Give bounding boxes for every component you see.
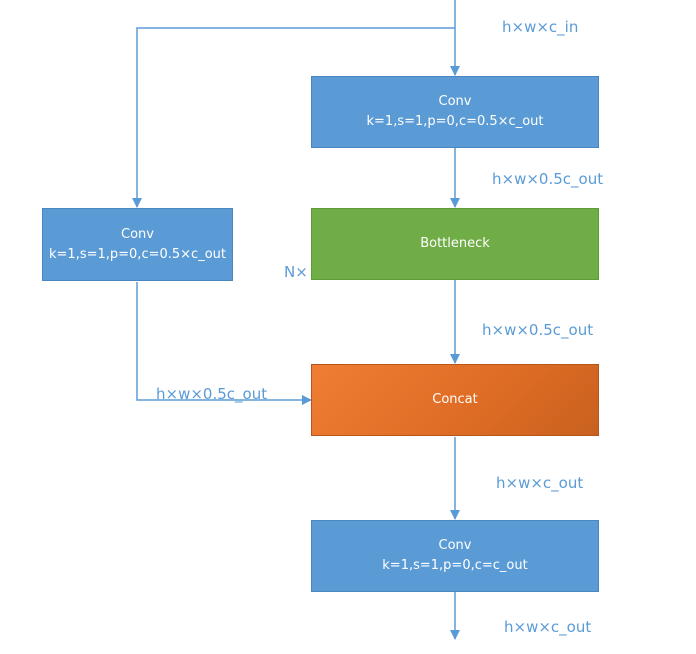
repeat-label: N× <box>284 263 308 281</box>
bottleneck-output-label: h×w×0.5c_out <box>482 321 594 339</box>
concat-box: Concat <box>311 364 599 436</box>
branch-arrow <box>132 27 455 208</box>
bottleneck-box: Bottleneck <box>311 208 599 280</box>
left-conv-to-concat-arrow <box>136 282 312 405</box>
conv-left-box: Conv k=1,s=1,p=0,c=0.5×c_out <box>42 208 233 281</box>
conv-top-box: Conv k=1,s=1,p=0,c=0.5×c_out <box>311 76 599 148</box>
conv-top-title: Conv <box>438 94 472 109</box>
final-output-label: h×w×c_out <box>504 618 592 636</box>
conv-top-output-label: h×w×0.5c_out <box>492 170 604 188</box>
conv-bottom-title: Conv <box>438 538 472 553</box>
bottleneck-title: Bottleneck <box>420 236 490 251</box>
concat-output-label: h×w×c_out <box>496 474 584 492</box>
input-shape-label: h×w×c_in <box>502 18 579 36</box>
concat-title: Concat <box>432 392 478 407</box>
conv-left-params: k=1,s=1,p=0,c=0.5×c_out <box>49 246 226 262</box>
conv-top-params: k=1,s=1,p=0,c=0.5×c_out <box>366 114 544 129</box>
left-branch-label: h×w×0.5c_out <box>156 385 268 403</box>
conv-bottom-box: Conv k=1,s=1,p=0,c=c_out <box>311 520 599 592</box>
conv-left-title: Conv <box>121 226 154 242</box>
conv-bottom-params: k=1,s=1,p=0,c=c_out <box>382 558 528 573</box>
